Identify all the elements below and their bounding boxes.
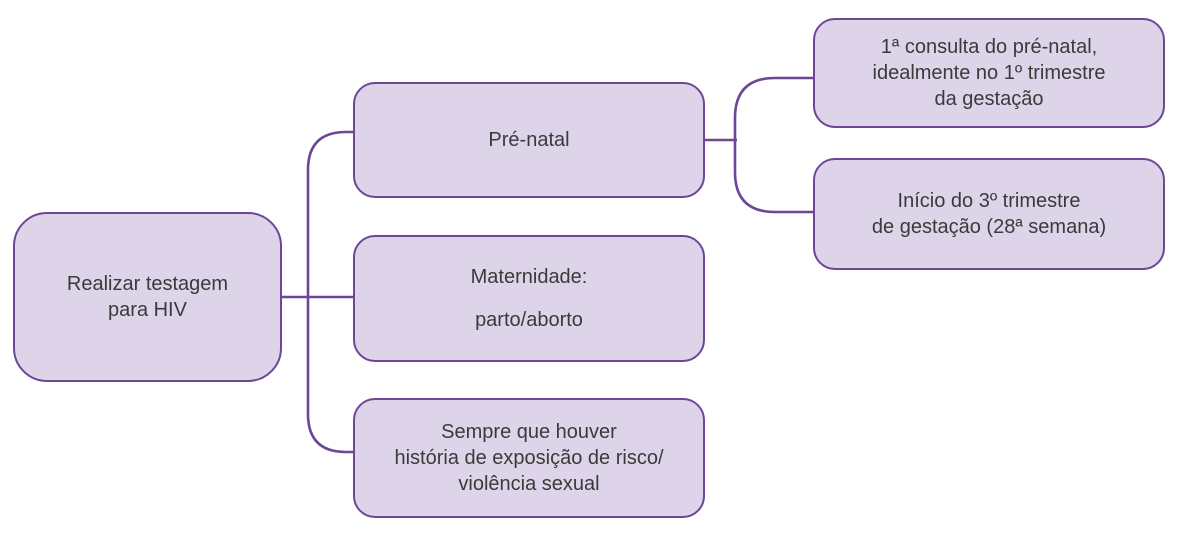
node-maternidade: Maternidade: parto/aborto — [353, 235, 705, 362]
node-text-line: história de exposição de risco/ — [394, 447, 664, 469]
node-text-line: idealmente no 1º trimestre — [872, 62, 1106, 84]
node-inicio-terceiro-trimestre: Início do 3º trimestre de gestação (28ª … — [813, 158, 1165, 270]
node-text-line: para HIV — [108, 299, 187, 321]
node-text-line: Início do 3º trimestre — [897, 190, 1081, 212]
node-text-line: Realizar testagem — [66, 273, 229, 295]
node-pre-natal: Pré-natal — [353, 82, 705, 198]
node-text-line: violência sexual — [458, 473, 600, 495]
node-sempre-que-houver: Sempre que houver história de exposição … — [353, 398, 705, 518]
node-text-line: Maternidade: — [470, 266, 588, 288]
node-text-line: parto/aborto — [475, 309, 583, 331]
node-realizar-testagem: Realizar testagem para HIV — [13, 212, 282, 382]
node-text-line: de gestação (28ª semana) — [871, 216, 1107, 238]
connector-right-trunk — [733, 76, 813, 214]
node-text-line: Sempre que houver — [441, 421, 617, 443]
connector-left-trunk — [306, 130, 353, 454]
node-text-line: Pré-natal — [488, 129, 570, 151]
node-text-line: da gestação — [934, 88, 1044, 110]
node-primeira-consulta: 1ª consulta do pré-natal, idealmente no … — [813, 18, 1165, 128]
node-text-line: 1ª consulta do pré-natal, — [880, 36, 1098, 58]
